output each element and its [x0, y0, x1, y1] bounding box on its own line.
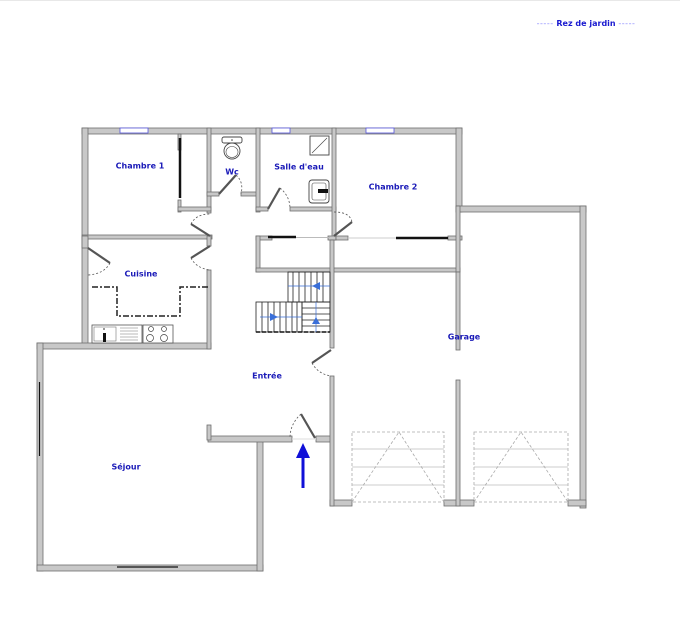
swing-doors	[87, 174, 353, 440]
top-border	[0, 0, 680, 1]
room-label-chambre2: Chambre 2	[368, 182, 418, 192]
washbasin-icon	[308, 179, 330, 204]
level-title: ----- Rez de jardin -----	[536, 19, 636, 28]
room-label-wc: Wc	[225, 167, 239, 177]
room-label-garage: Garage	[447, 332, 481, 342]
title-dash-left: -----	[536, 19, 554, 28]
toilet-icon	[221, 136, 243, 160]
interior-walls	[81, 127, 463, 507]
cooktop-icon	[142, 324, 174, 344]
room-label-salle-eau: Salle d'eau	[274, 162, 324, 172]
room-label-cuisine: Cuisine	[124, 269, 158, 279]
sectional-garage-door-right	[473, 431, 569, 503]
kitchen-worktop-outline	[92, 286, 208, 317]
staircase	[255, 271, 331, 333]
entrance-arrow-icon	[296, 443, 310, 488]
sectional-garage-door-left	[351, 431, 445, 503]
title-dash-right: -----	[618, 19, 636, 28]
room-label-entree: Entrée	[252, 371, 282, 381]
sliding-doors	[178, 138, 448, 240]
windows	[38, 127, 395, 568]
room-label-chambre1: Chambre 1	[115, 161, 165, 171]
level-title-text: Rez de jardin	[556, 19, 616, 28]
room-label-sejour: Séjour	[111, 462, 141, 472]
shower-icon	[309, 135, 330, 156]
kitchen-sink-icon	[91, 324, 143, 344]
